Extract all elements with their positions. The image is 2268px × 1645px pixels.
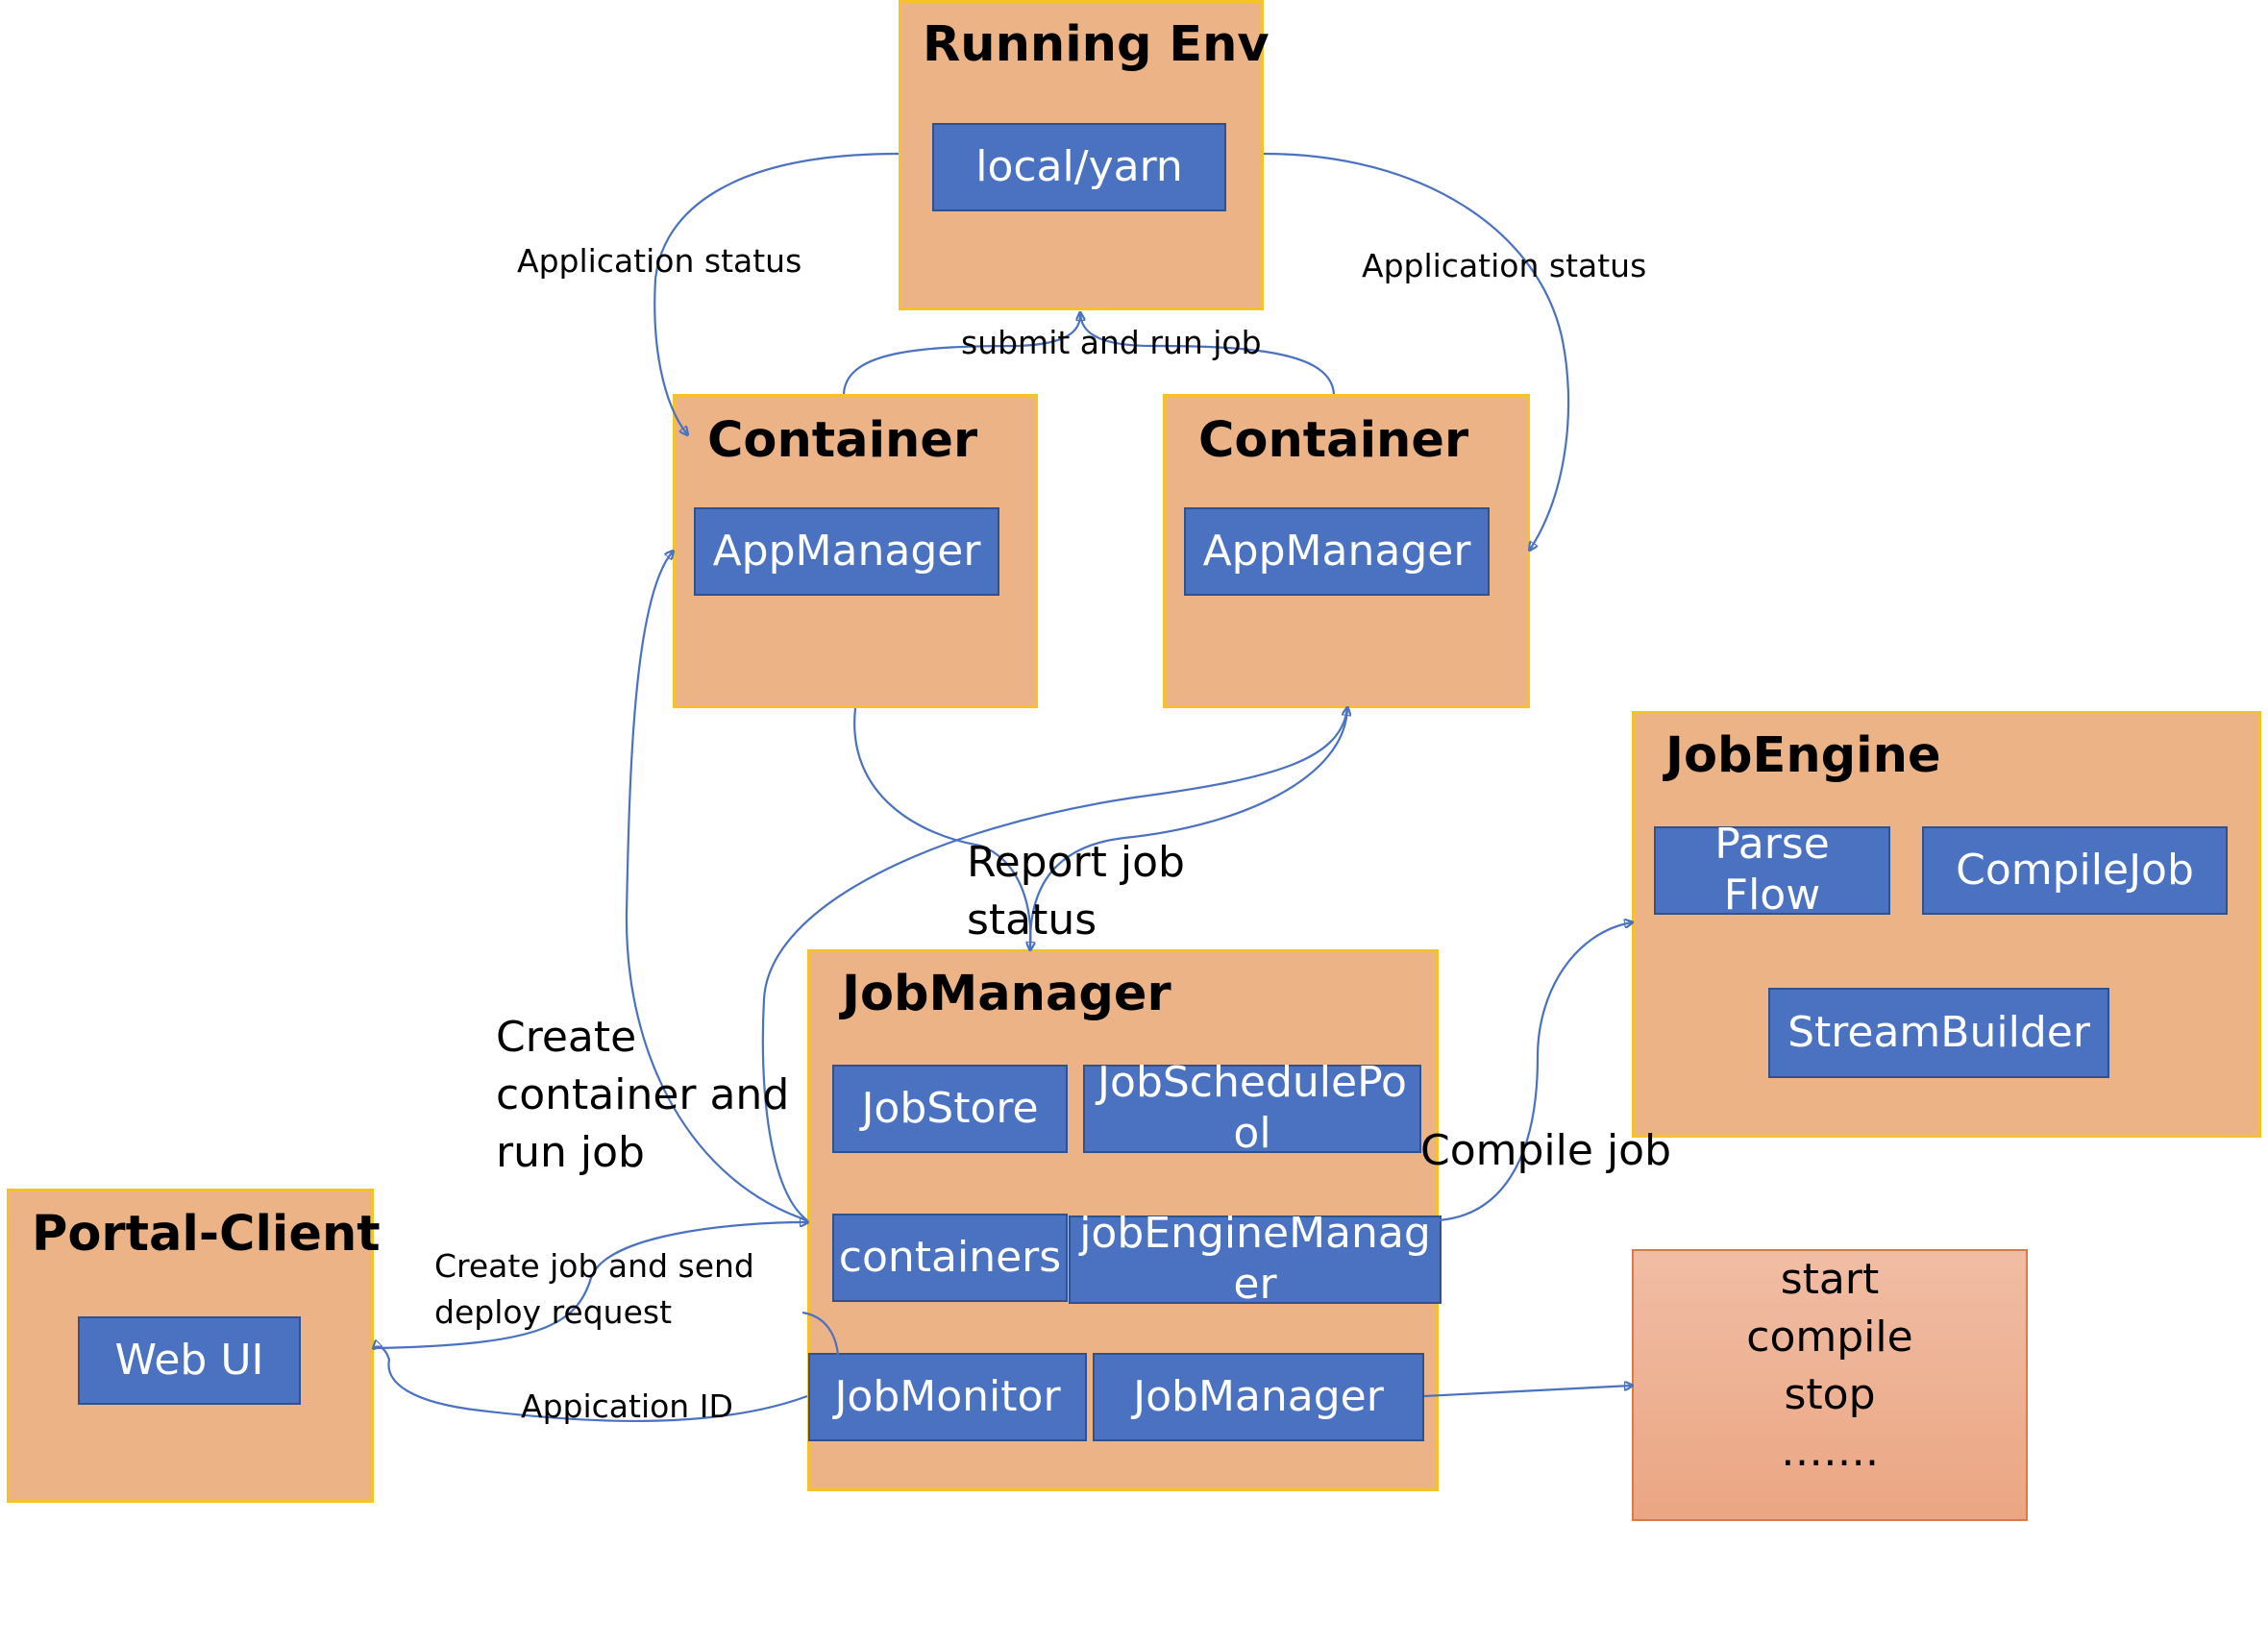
edge-report-right: [1028, 707, 1349, 950]
edge-application-id: [374, 1346, 808, 1423]
edge-app-status-left: [653, 152, 900, 434]
job-manager-inner-label: JobManager: [1133, 1371, 1384, 1421]
container-left-title: Container: [707, 412, 978, 469]
local-yarn-label: local/yarn: [975, 141, 1183, 191]
portal-client-group: Portal-Client Web UI: [7, 1189, 381, 1503]
edge-create-right-container: [761, 708, 1347, 1221]
command-start: start: [1780, 1255, 1880, 1304]
job-monitor-label: JobMonitor: [834, 1371, 1061, 1421]
commands-box: start compile stop …….: [1632, 1249, 2028, 1521]
edge-app-status-right: [1263, 152, 1570, 550]
web-ui-label: Web UI: [114, 1335, 264, 1385]
container-left-group: Container AppManager: [673, 394, 1038, 708]
job-engine-manager-box: jobEngineManag er: [1069, 1209, 1442, 1309]
job-manager-title: JobManager: [842, 966, 1171, 1022]
container-right-group: Container AppManager: [1163, 394, 1530, 708]
job-engine-title: JobEngine: [1665, 727, 1941, 784]
job-schedule-pool-line-2: ol: [1233, 1109, 1271, 1158]
label-report-job-status-line-1: Report job: [967, 838, 1185, 887]
label-create-container-line-1: Create: [496, 1013, 637, 1062]
job-manager-inner-box: JobManager: [1093, 1353, 1424, 1441]
edge-create-job: [373, 1222, 807, 1350]
label-report-job-status-line-2: status: [967, 895, 1097, 945]
label-create-job: Create job and send deploy request: [434, 1243, 754, 1336]
label-create-container-line-3: run job: [496, 1127, 645, 1177]
job-store-box: JobStore: [832, 1065, 1068, 1153]
job-schedule-pool-line-1: JobSchedulePo: [1097, 1058, 1407, 1108]
label-application-status-left: Application status: [517, 242, 802, 280]
edge-create-left-container: [625, 552, 808, 1222]
app-manager-left-label: AppManager: [712, 526, 981, 576]
command-ellipsis: …….: [1781, 1427, 1879, 1477]
stream-builder-box: StreamBuilder: [1768, 988, 2109, 1078]
label-application-status-right: Application status: [1362, 247, 1647, 284]
containers-label: containers: [838, 1232, 1062, 1282]
edge-compile-job: [1438, 922, 1632, 1222]
edge-report-left: [853, 707, 1030, 949]
label-appication-id: Appication ID: [521, 1387, 733, 1425]
compile-job-box: CompileJob: [1922, 826, 2228, 915]
job-monitor-box: JobMonitor: [808, 1353, 1087, 1441]
parse-flow-line-1: Parse: [1714, 820, 1830, 870]
parse-flow-line-2: Flow: [1723, 871, 1821, 920]
running-env-title: Running Env: [923, 16, 1270, 73]
local-yarn-box: local/yarn: [932, 123, 1226, 211]
label-create-job-line-1: Create job and send: [434, 1247, 754, 1285]
job-engine-manager-line-2: er: [1233, 1260, 1277, 1309]
label-submit-and-run-job: submit and run job: [961, 324, 1262, 361]
command-stop: stop: [1784, 1369, 1876, 1419]
stream-builder-label: StreamBuilder: [1787, 1007, 2090, 1057]
label-create-container-line-2: container and: [496, 1069, 790, 1119]
app-manager-right-box: AppManager: [1184, 507, 1490, 596]
edge-submit-right: [1078, 312, 1336, 395]
web-ui-box: Web UI: [78, 1316, 301, 1405]
job-engine-manager-line-1: jobEngineManag: [1079, 1209, 1431, 1259]
running-env-group: Running Env local/yarn: [899, 0, 1270, 310]
app-manager-left-box: AppManager: [694, 507, 999, 596]
job-manager-group: JobManager JobStore JobSchedulePo ol con…: [807, 949, 1442, 1491]
job-engine-group: JobEngine Parse Flow CompileJob StreamBu…: [1632, 711, 2261, 1138]
command-compile: compile: [1746, 1312, 1913, 1362]
label-create-job-line-2: deploy request: [434, 1292, 673, 1331]
edge-monitor-hook: [801, 1311, 840, 1356]
app-manager-right-label: AppManager: [1202, 526, 1471, 576]
job-store-label: JobStore: [861, 1083, 1039, 1133]
container-right-title: Container: [1198, 412, 1469, 469]
edge-commands: [1423, 1386, 1632, 1398]
compile-job-label: CompileJob: [1956, 845, 2194, 895]
label-compile-job: Compile job: [1420, 1126, 1672, 1175]
label-create-container: Create container and run job: [496, 1009, 789, 1181]
label-report-job-status: Report job status: [967, 834, 1185, 949]
edge-submit-left: [842, 313, 1080, 395]
containers-box: containers: [832, 1214, 1068, 1302]
portal-client-title: Portal-Client: [32, 1206, 381, 1263]
parse-flow-box: Parse Flow: [1654, 820, 1890, 920]
job-schedule-pool-box: JobSchedulePo ol: [1083, 1058, 1421, 1158]
